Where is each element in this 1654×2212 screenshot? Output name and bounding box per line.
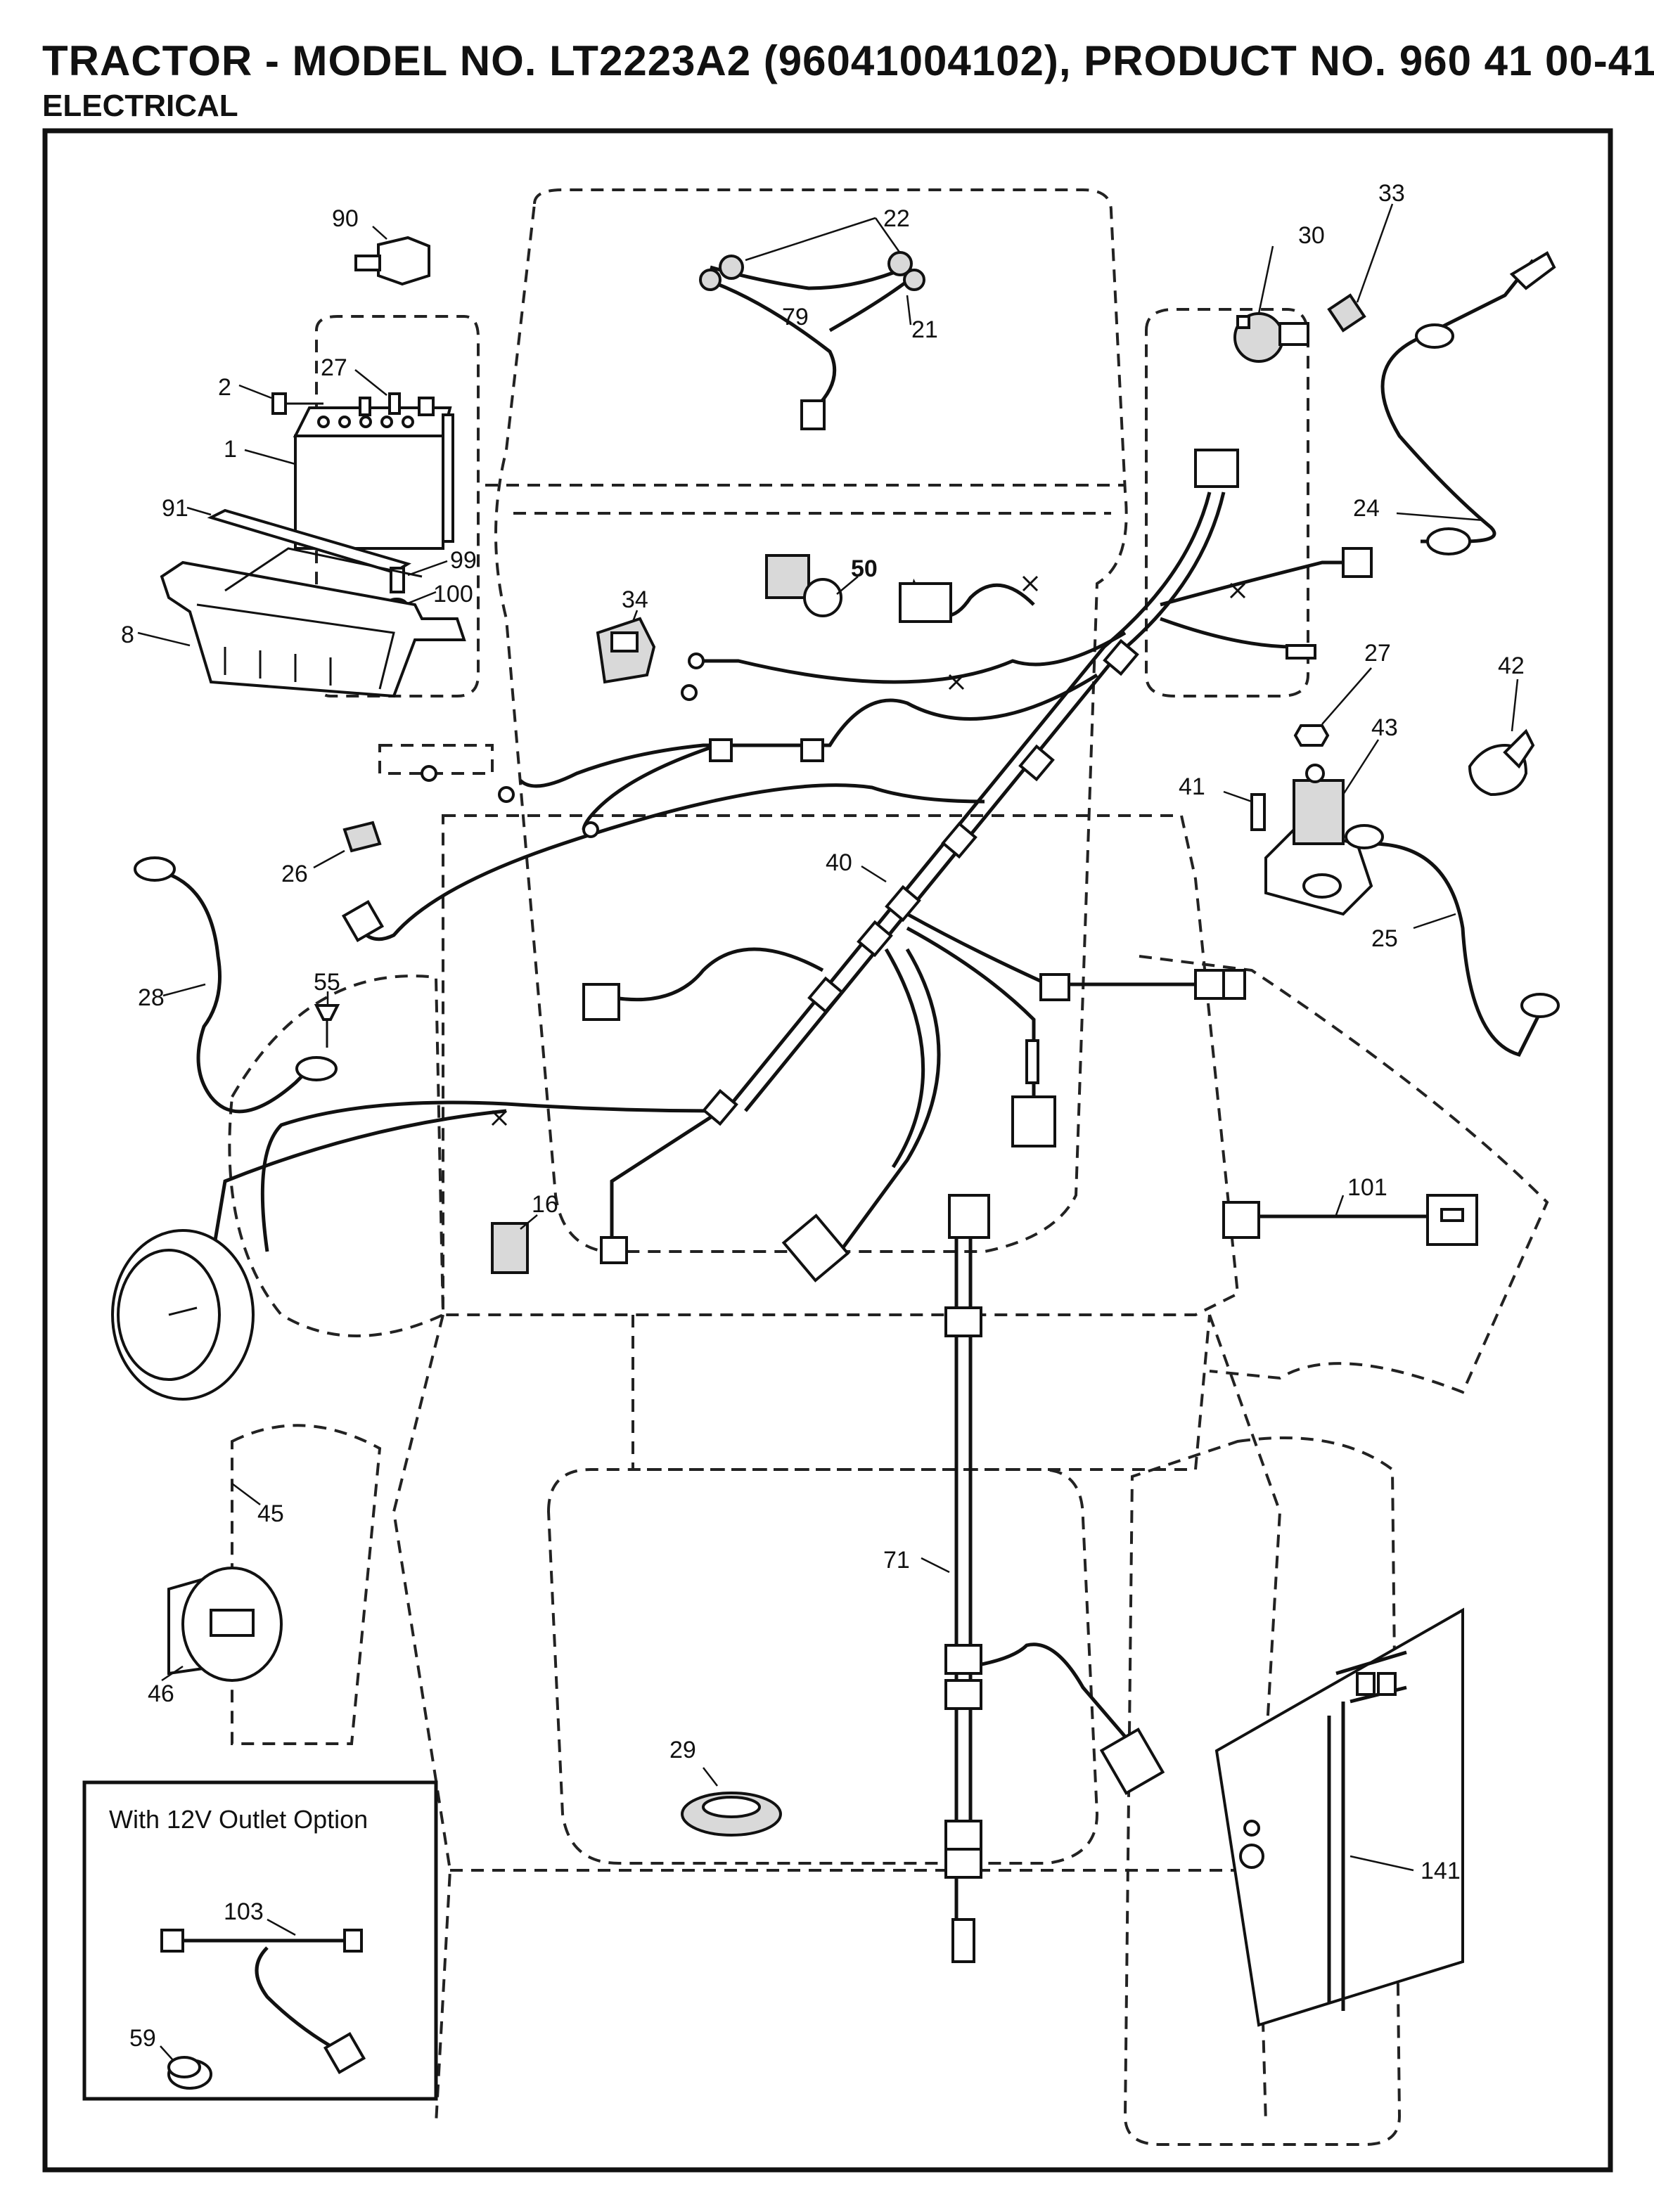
callout-34: 34 <box>622 586 648 613</box>
callout-29: 29 <box>669 1737 696 1763</box>
callout-42: 42 <box>1498 652 1525 679</box>
part-45-gauge <box>111 1229 261 1505</box>
callout-50: 50 <box>851 555 878 582</box>
page-title: TRACTOR - MODEL NO. LT2223A2 (9604100410… <box>42 37 1654 84</box>
part-71-harness <box>921 1194 1165 1963</box>
part-91-hold-down-strap <box>186 506 411 574</box>
part-1-battery <box>244 397 454 550</box>
chassis-outline <box>228 188 1549 2146</box>
callout-30: 30 <box>1298 222 1325 249</box>
part-24-battery-cable <box>1380 251 1556 555</box>
headlight-harness <box>699 217 925 430</box>
part-34-rocker-switch <box>596 610 656 684</box>
part-55-screw <box>314 991 340 1048</box>
callout-90: 90 <box>332 205 359 232</box>
callout-100: 100 <box>433 581 473 607</box>
part-141-wire-assembly <box>1214 1607 1464 2027</box>
part-33-key <box>1327 203 1394 333</box>
part-46-hour-meter <box>161 1567 283 1682</box>
callout-28: 28 <box>138 984 165 1011</box>
part-50-switch <box>765 554 859 617</box>
callout-45: 45 <box>257 1500 284 1527</box>
callout-27a: 27 <box>321 354 347 381</box>
callout-40: 40 <box>826 849 852 876</box>
part-26-fuse <box>313 821 382 869</box>
part-99-screw <box>390 560 448 593</box>
callout-21: 21 <box>911 316 938 343</box>
part-41-screw <box>1223 790 1266 831</box>
part-90-connector <box>354 226 430 286</box>
callout-91: 91 <box>162 495 188 522</box>
callout-25: 25 <box>1371 925 1398 952</box>
callout-55: 55 <box>314 969 340 996</box>
callout-8: 8 <box>121 622 134 648</box>
part-43-solenoid <box>1264 739 1380 916</box>
part-28-ground-cable <box>134 856 338 1114</box>
callout-59: 59 <box>129 2025 156 2052</box>
callout-2: 2 <box>218 374 231 401</box>
part-40-main-harness <box>209 449 1373 1282</box>
part-30-ignition-switch <box>1233 245 1309 363</box>
part-29-plug <box>681 1767 782 1837</box>
inset-12v-outlet <box>82 1780 438 2101</box>
callout-16: 16 <box>532 1191 558 1218</box>
callout-24: 24 <box>1353 495 1380 522</box>
callout-46: 46 <box>148 1680 174 1707</box>
part-16-connector <box>491 1214 538 1274</box>
callout-41: 41 <box>1179 773 1205 800</box>
callout-79: 79 <box>782 304 809 330</box>
inset-label: With 12V Outlet Option <box>109 1805 368 1834</box>
callout-27b: 27 <box>1364 640 1391 667</box>
callout-101: 101 <box>1347 1174 1387 1201</box>
section-title: ELECTRICAL <box>42 89 238 123</box>
diagram-frame <box>42 128 1613 2173</box>
part-2-bolt <box>238 384 323 415</box>
part-25-cable <box>1345 824 1560 1057</box>
part-8-battery-tray <box>137 547 466 698</box>
part-27-solenoid-nut <box>1293 667 1372 747</box>
callout-71: 71 <box>883 1547 910 1574</box>
part-42-terminal-boot <box>1468 679 1535 797</box>
callout-22: 22 <box>883 205 910 232</box>
callout-1: 1 <box>224 436 237 463</box>
callout-26: 26 <box>281 861 308 887</box>
callout-99: 99 <box>450 547 477 574</box>
part-101-harness <box>1222 1194 1478 1246</box>
callout-103: 103 <box>224 1898 264 1925</box>
part-27-nut <box>354 369 401 415</box>
callout-43: 43 <box>1371 714 1398 741</box>
callout-141: 141 <box>1421 1858 1461 1884</box>
callout-33: 33 <box>1378 180 1405 207</box>
